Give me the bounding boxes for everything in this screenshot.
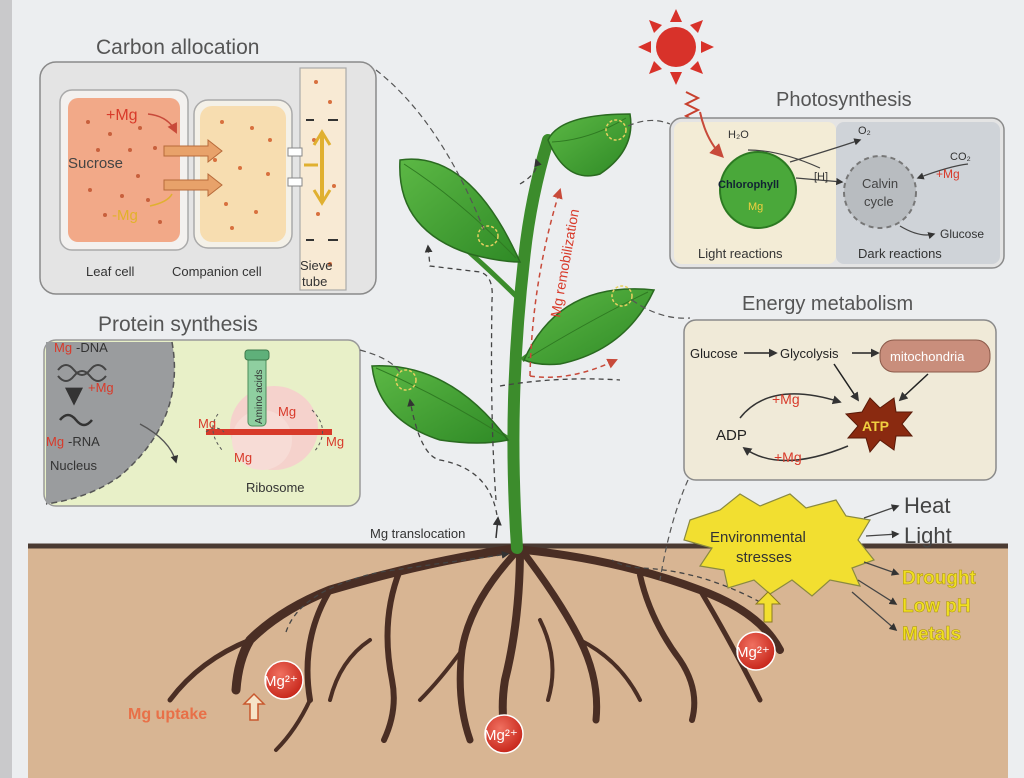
calvin-label-1: Calvin (862, 176, 898, 191)
mg-ion-left-label: Mg²⁺ (264, 673, 298, 690)
stress-label-1: Environmental (710, 529, 806, 546)
rna-mg: Mg (46, 434, 64, 449)
mg-ion-center: Mg²⁺ (484, 714, 524, 754)
stress-factor-metals: Metals (902, 624, 961, 645)
mg-ion-center-label: Mg²⁺ (484, 727, 518, 744)
chlorophyll-mg: Mg (748, 201, 763, 213)
stress-link-arrow (754, 591, 782, 623)
o2-label: O₂ (858, 125, 871, 137)
root-system (167, 543, 784, 752)
mg-translocation-label: Mg translocation (370, 526, 465, 541)
stress-factor-light: Light (904, 523, 952, 548)
sucrose-transfer-arrow (163, 138, 223, 164)
stress-factor-heat: Heat (904, 493, 950, 518)
dna-label: -DNA (76, 340, 108, 355)
calvin-cycle (843, 155, 917, 229)
nucleus-label: Nucleus (50, 458, 97, 473)
mg-ion-right-label: Mg²⁺ (736, 644, 770, 661)
atp-burst (844, 397, 914, 454)
stress-factor-low-ph: Low pH (902, 596, 971, 617)
h-label: [H] (814, 171, 828, 183)
page-edge (0, 0, 12, 778)
ribosome-label: Ribosome (246, 480, 305, 495)
light-reactions-label: Light reactions (698, 246, 783, 261)
co2-label: CO₂ (950, 151, 971, 163)
environmental-stresses-burst (683, 493, 875, 597)
protein-panel (43, 339, 361, 507)
plant-shoot (371, 113, 656, 554)
leaf-left-lower (371, 365, 510, 444)
companion-cell-inner (200, 106, 286, 242)
sun-icon (638, 9, 714, 85)
energy-title: Energy metabolism (742, 293, 913, 315)
sieve-label-1: Sieve (300, 258, 333, 273)
glycolysis-label: Glycolysis (780, 346, 839, 361)
chlorophyll-circle (719, 151, 797, 229)
ribosome-mg-right: Mg (326, 434, 344, 449)
sieve-label-2: tube (302, 274, 327, 289)
leaf-top (547, 113, 632, 177)
nucleus-area (46, 342, 175, 504)
leaf-left-upper (399, 158, 522, 263)
panel-connectors (359, 69, 691, 581)
energy-plus-mg-bottom: +Mg (774, 449, 802, 465)
uptake-arrow (242, 692, 266, 721)
mg-uptake-label: Mg uptake (128, 706, 207, 723)
light-wave (683, 91, 701, 123)
chlorophyll-label: Chlorophyll (718, 179, 779, 191)
sucrose-transfer-arrow (163, 172, 223, 198)
carbon-minus-mg: -Mg (112, 207, 138, 224)
calvin-label-2: cycle (864, 194, 894, 209)
adp-label: ADP (716, 427, 747, 444)
leaf-cell-label: Leaf cell (86, 264, 135, 279)
dna-mg: Mg (54, 340, 72, 355)
photo-title: Photosynthesis (776, 89, 912, 111)
stress-factor-drought: Drought (902, 568, 977, 589)
protein-plus-mg: +Mg (88, 380, 114, 395)
leaf-right (523, 288, 656, 366)
carbon-title: Carbon allocation (96, 36, 259, 59)
energy-panel (683, 319, 997, 481)
sucrose-label: Sucrose (68, 155, 123, 172)
mitochondria-label: mitochondria (890, 349, 965, 364)
stress-label-2: stresses (736, 549, 792, 566)
atp-label: ATP (862, 418, 889, 434)
energy-plus-mg-top: +Mg (772, 391, 800, 407)
photo-panel (669, 111, 1005, 269)
mg-ion-right: Mg²⁺ (736, 631, 776, 671)
energy-glucose: Glucose (690, 346, 738, 361)
glucose-label: Glucose (940, 227, 984, 241)
protein-title: Protein synthesis (98, 313, 258, 336)
ribosome-mg-top: Mg (278, 404, 296, 419)
h2o-label: H₂O (728, 129, 749, 141)
mitochondria-box (879, 339, 991, 373)
rna-label: -RNA (68, 434, 100, 449)
ribosome-mg-left: Mg (198, 416, 216, 431)
carbon-plus-mg: +Mg (106, 107, 138, 124)
companion-cell-label: Companion cell (172, 264, 262, 279)
mg-ion-left: Mg²⁺ (264, 660, 304, 700)
photo-plus-mg: +Mg (936, 167, 960, 181)
amino-acids-label: Amino acids (254, 370, 265, 424)
carbon-panel (39, 61, 377, 295)
dark-reactions-label: Dark reactions (858, 246, 942, 261)
ribosome-mg-bottom: Mg (234, 450, 252, 465)
